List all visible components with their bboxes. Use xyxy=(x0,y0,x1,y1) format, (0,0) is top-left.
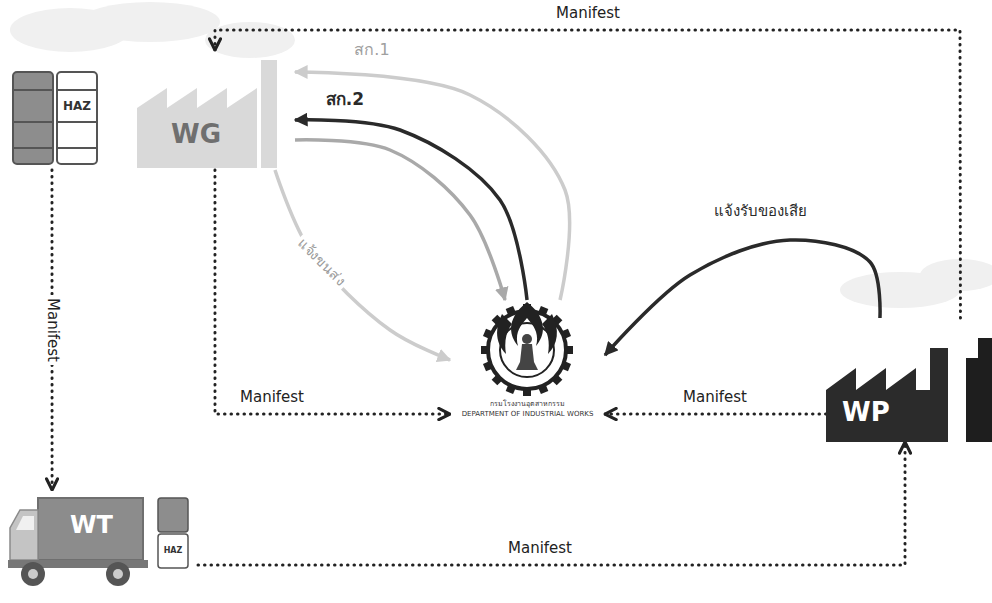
processor-factory: WP xyxy=(826,318,992,442)
node-label: WP xyxy=(842,398,890,428)
flow-arrow xyxy=(605,240,880,355)
logo-head xyxy=(522,334,532,344)
edge-label: Manifest xyxy=(43,295,60,365)
logo-flame xyxy=(511,302,543,346)
manifest-arrow xyxy=(215,30,961,318)
authority-logo: กรมโรงงานอุตสาหกรรม DEPARTMENT OF INDUSTR… xyxy=(450,300,605,432)
logo-flame xyxy=(497,314,512,354)
edge-label: Manifest xyxy=(505,540,575,557)
manifest-arrow xyxy=(198,442,905,565)
cloud xyxy=(10,2,992,308)
truck-window xyxy=(16,516,34,530)
truck-wheel xyxy=(106,562,130,586)
manifest-arrow xyxy=(215,170,450,414)
barrel-hoop xyxy=(57,147,97,149)
node-label: WG xyxy=(171,120,221,150)
hazard-label: HAZ xyxy=(164,547,183,555)
edge-label: Manifest xyxy=(680,389,750,406)
factory-icon xyxy=(137,60,277,168)
chimney xyxy=(261,60,277,168)
barrel-hoop xyxy=(13,121,53,123)
generator-factory: WG xyxy=(5,50,295,170)
flow-arrow xyxy=(275,170,450,360)
edge-label: Manifest xyxy=(237,389,307,406)
edge-label: Manifest xyxy=(553,5,623,22)
edge-label: สก.2 xyxy=(323,90,367,110)
hazard-barrel xyxy=(57,72,97,164)
barrel-hoop xyxy=(13,147,53,149)
truck-wheel xyxy=(21,562,45,586)
barrels xyxy=(13,72,97,164)
node-label: กรมโรงงานอุตสาหกรรม xyxy=(490,400,565,408)
factory-building xyxy=(966,338,992,442)
department-logo xyxy=(481,302,573,396)
transport-truck: WT xyxy=(8,490,198,595)
barrel xyxy=(13,72,53,164)
factory-icon xyxy=(826,338,992,442)
node-drawing xyxy=(8,490,198,595)
barrel xyxy=(158,498,188,532)
logo-ring xyxy=(488,311,566,389)
manifest-arrow xyxy=(605,412,826,415)
barrels xyxy=(158,498,188,568)
logo-flame xyxy=(542,314,557,354)
factory-body xyxy=(826,348,948,442)
truck-hub xyxy=(28,569,38,579)
hazard-label: HAZ xyxy=(63,100,91,112)
factory-body xyxy=(137,88,257,168)
truck-cab xyxy=(10,510,38,560)
barrel-hoop xyxy=(13,89,53,91)
hazard-barrel xyxy=(158,534,188,568)
truck-icon xyxy=(8,498,148,586)
barrel-hoop xyxy=(57,121,97,123)
edge-label: สก.1 xyxy=(351,41,392,59)
node-label: WT xyxy=(70,512,113,540)
node-label: DEPARTMENT OF INDUSTRIAL WORKS xyxy=(462,410,594,418)
barrel-hoop xyxy=(57,89,97,91)
edge-label: แจ้งขนส่ง xyxy=(293,233,351,291)
edge-label: แจ้งรับของเสีย xyxy=(711,203,810,220)
logo-inner xyxy=(500,323,554,377)
truck-hub xyxy=(113,569,123,579)
logo-figure xyxy=(516,344,538,370)
node-drawing xyxy=(5,50,295,170)
truck-cargo xyxy=(38,498,143,560)
